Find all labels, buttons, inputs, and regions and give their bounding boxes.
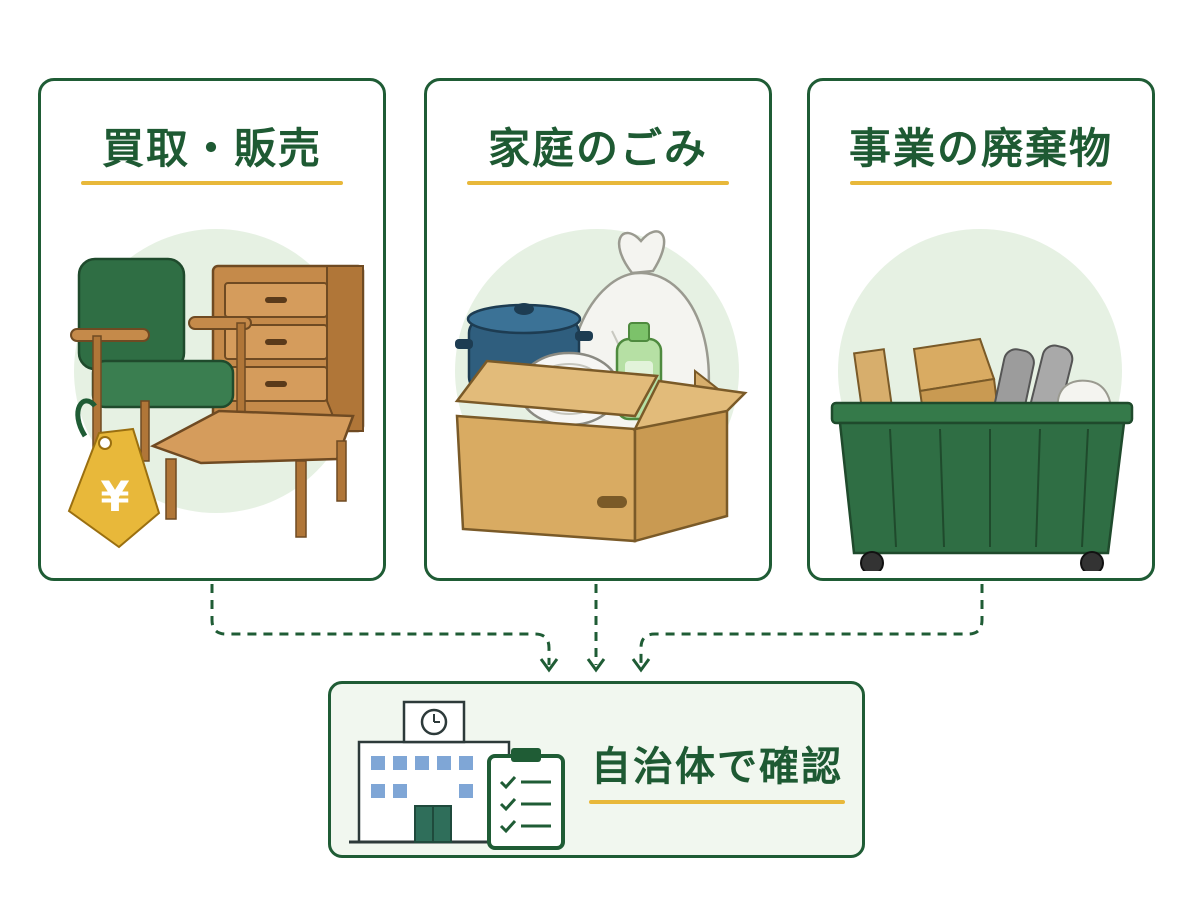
price-tag-icon: ¥	[67, 398, 161, 549]
armchair-icon	[70, 257, 252, 462]
card-title-buy-sell: 買取・販売	[101, 124, 322, 173]
checklist-icon	[487, 748, 565, 850]
card-household-waste: 家庭のごみ	[424, 78, 772, 581]
clock-icon	[420, 708, 448, 736]
buy-sell-illustration: ¥	[67, 229, 365, 549]
title-underline	[850, 181, 1112, 185]
connector-from-business	[639, 584, 984, 665]
municipality-illustration	[349, 700, 565, 850]
dumpster-icon	[830, 401, 1134, 571]
connector-from-buy-sell	[210, 584, 551, 665]
business-waste-illustration	[830, 229, 1134, 571]
card-title-business-waste: 事業の廃棄物	[848, 124, 1113, 173]
card-business-waste: 事業の廃棄物	[807, 78, 1155, 581]
dresser-icon	[211, 264, 365, 433]
arrowhead	[539, 658, 559, 673]
cardboard-box-icon	[454, 359, 748, 543]
card-title-household-waste: 家庭のごみ	[487, 124, 708, 173]
title-underline	[467, 181, 729, 185]
yen-symbol: ¥	[100, 472, 129, 521]
municipality-check-box: 自治体で確認	[328, 681, 865, 858]
arrowhead	[631, 658, 651, 673]
title-underline	[589, 800, 845, 804]
card-buy-sell: 買取・販売	[38, 78, 386, 581]
municipality-check-title: 自治体で確認	[591, 744, 843, 790]
arrowhead	[586, 658, 606, 673]
low-table-icon	[149, 409, 355, 538]
household-waste-illustration	[454, 229, 748, 543]
title-underline	[81, 181, 343, 185]
